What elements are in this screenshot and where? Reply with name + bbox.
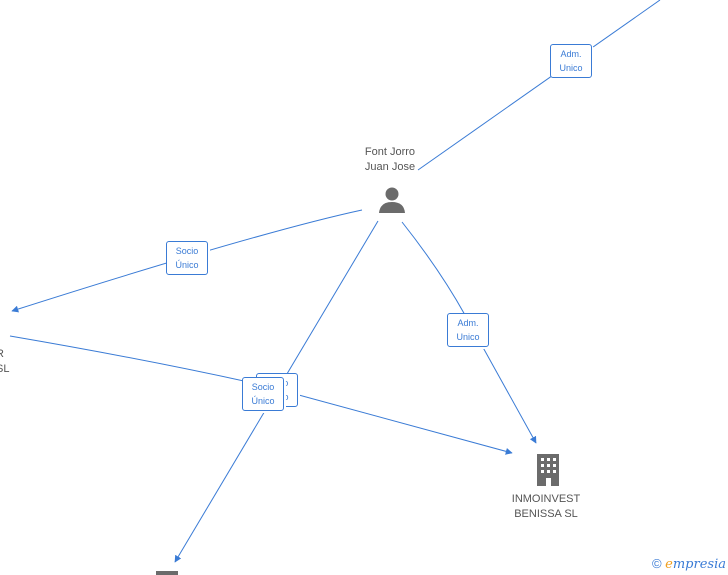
edge-label-adm-top[interactable]: Adm. Unico (550, 44, 592, 78)
copyright-icon: © (651, 556, 662, 571)
building-icon[interactable] (533, 452, 563, 486)
company-inmoinvest-label[interactable]: INMOINVEST BENISSA SL (511, 493, 581, 520)
edge-person-adm-right (401, 221, 537, 444)
building-icon-bottom[interactable] (156, 571, 178, 575)
brand-logo[interactable]: © empresia (652, 556, 726, 572)
person-icon[interactable] (377, 185, 407, 215)
edge-label-socio-left-text: Socio Único (175, 246, 199, 270)
brand-name: mpresia (672, 557, 726, 572)
edge-label-adm-top-text: Adm. Unico (559, 49, 583, 73)
edge-person-adm-top (417, 0, 661, 171)
edge-label-socio-mid-front[interactable]: Socio Único (242, 377, 284, 411)
company-left-label[interactable]: R SL (0, 348, 10, 375)
edge-label-adm-right-text: Adm. Unico (456, 318, 480, 342)
edge-label-socio-left[interactable]: Socio Único (166, 241, 208, 275)
edge-person-socio-left (11, 209, 363, 313)
person-name[interactable]: Font Jorro Juan Jose (364, 146, 416, 173)
edge-label-socio-mid-front-text: Socio Único (251, 382, 275, 406)
brand-e-letter: e (665, 557, 673, 572)
edge-label-adm-right[interactable]: Adm. Unico (447, 313, 489, 347)
